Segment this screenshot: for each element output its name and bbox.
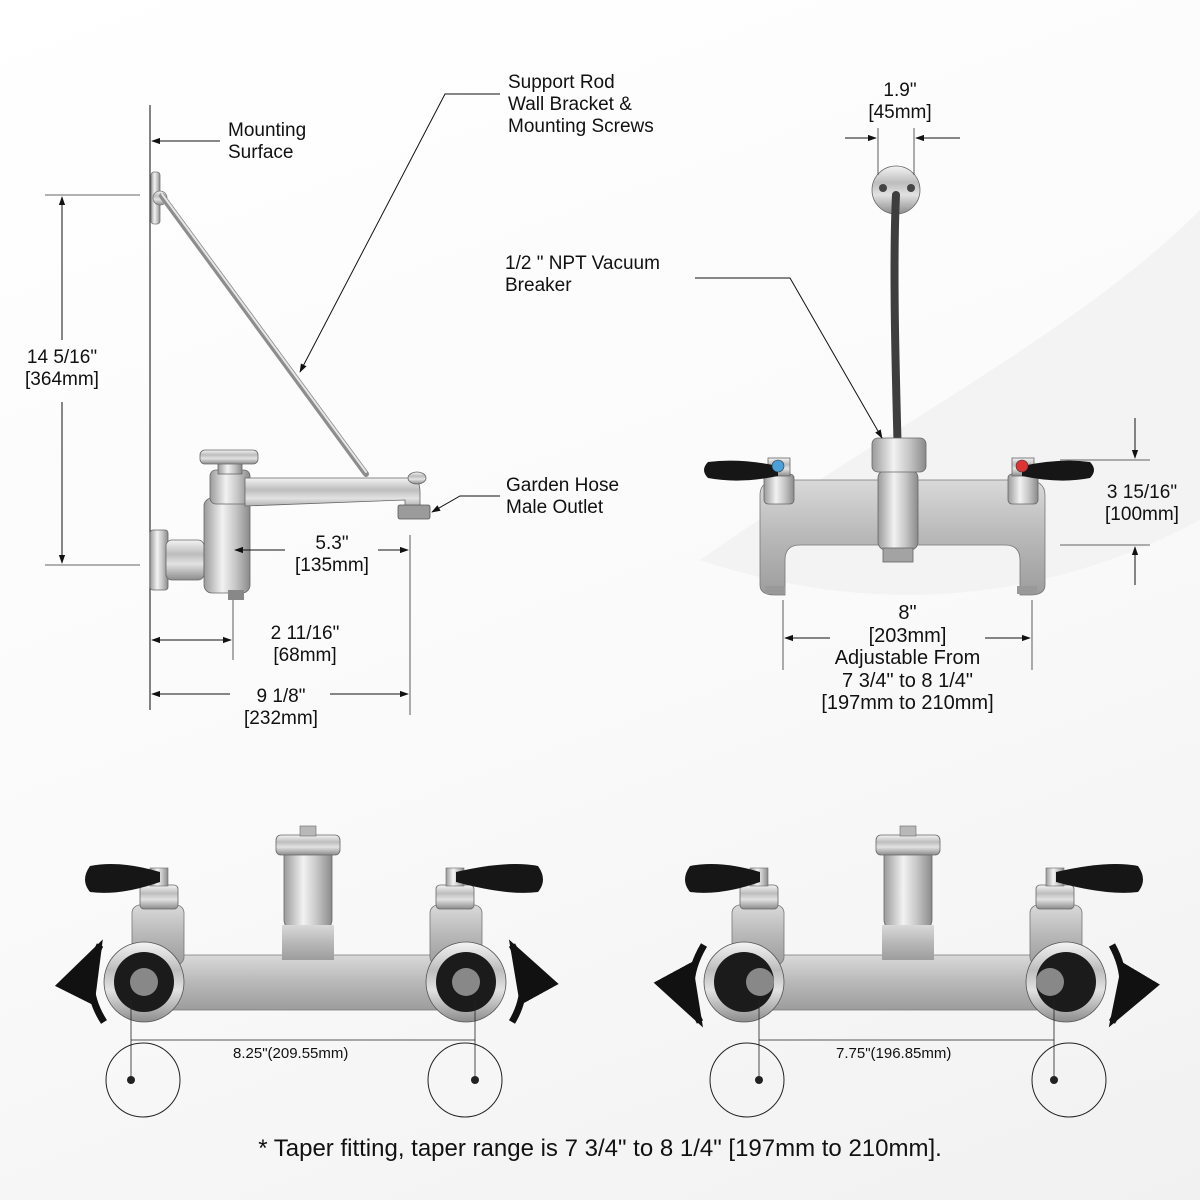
height-dimension-label: 14 5/16" [364mm] [25, 347, 99, 390]
support-rod [159, 193, 369, 477]
left-spacing-label: 8.25"(209.55mm) [233, 1045, 349, 1062]
front-support-rod [890, 191, 902, 464]
support-rod-label: Support Rod Wall Bracket & Mounting Scre… [508, 72, 654, 137]
vacuum-breaker-label: 1/2 " NPT Vacuum Breaker [505, 253, 660, 296]
rotate-arrow-icon [1108, 943, 1160, 1028]
hose-thread [397, 504, 431, 520]
spout-dimension-label: 5.3" [135mm] [295, 533, 369, 576]
inlet-flange [149, 529, 169, 591]
rotate-arrow-icon [653, 943, 708, 1028]
rotate-arrow-icon [54, 939, 107, 1024]
bottom-right-faucet [653, 825, 1160, 1118]
bottom-left-lever-2 [456, 864, 543, 893]
bottom-left-faucet [54, 825, 559, 1118]
front-right-lever [1022, 460, 1094, 481]
front-center-column [877, 469, 919, 551]
valve-dimension-label: 2 11/16" [68mm] [270, 623, 340, 666]
body-height-label: 3 15/16" [100mm] [1105, 482, 1179, 525]
taper-footnote: * Taper fitting, taper range is 7 3/4" t… [258, 1135, 942, 1162]
garden-hose-label: Garden Hose Male Outlet [506, 475, 620, 518]
bottom-right-lever-1 [685, 864, 760, 893]
bottom-left-lever-1 [85, 864, 160, 893]
right-spacing-label: 7.75"(196.85mm) [836, 1045, 952, 1062]
front-left-lever [704, 460, 778, 481]
total-depth-label: 9 1/8" [232mm] [244, 686, 318, 729]
side-handle [199, 449, 259, 465]
rotate-arrow-icon [508, 939, 559, 1024]
bottom-right-lever-2 [1056, 864, 1143, 893]
spout [244, 477, 421, 513]
valve-body [203, 497, 251, 594]
mounting-surface-label: Mounting Surface [228, 120, 307, 163]
inlet-nut [165, 539, 205, 581]
side-view-faucet [45, 93, 500, 715]
vacuum-breaker [871, 437, 927, 473]
bracket-width-label: 1.9" [45mm] [868, 80, 932, 123]
center-spacing-label: 8" [203mm] Adjustable From 7 3/4" to 8 1… [821, 602, 994, 714]
front-view-faucet [695, 128, 1150, 670]
